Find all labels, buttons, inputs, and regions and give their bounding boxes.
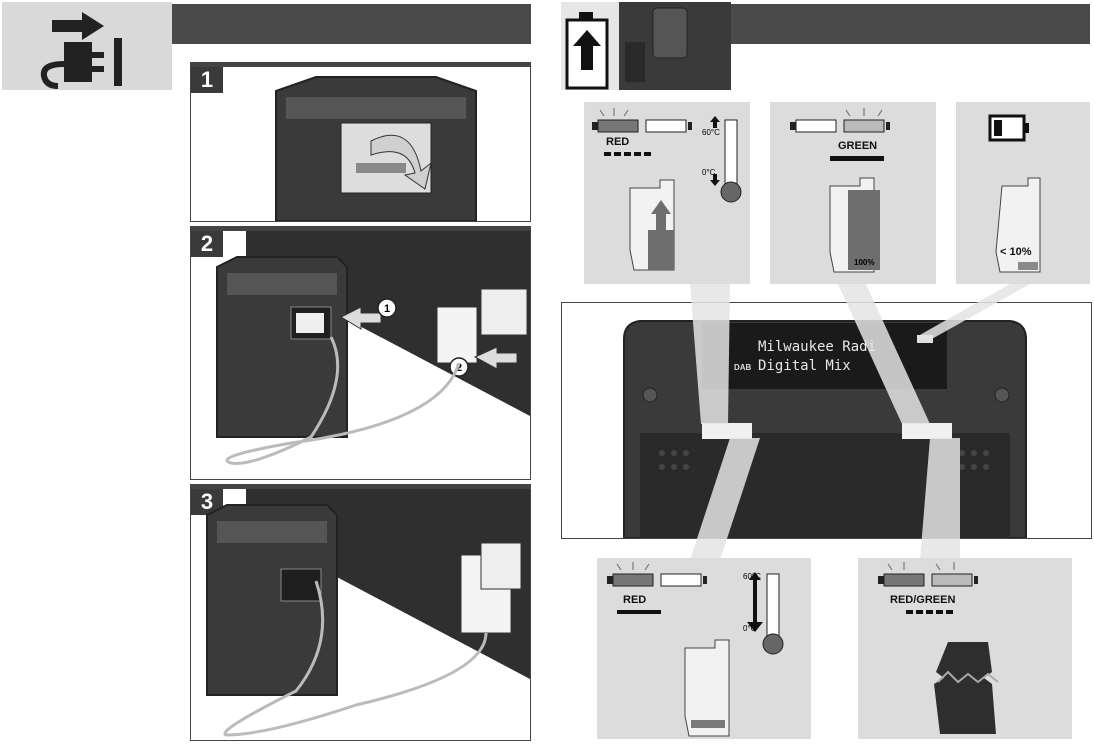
radio-top-illustration [275,76,477,221]
right-header-bar [731,4,1090,44]
left-header-bar [172,4,531,44]
display-line-1: Milwaukee Radi [758,339,877,355]
charging-illustration [206,489,530,737]
red-status-label: RED [606,136,630,148]
panel-red-cold: RED 60°C 0°C [584,102,750,284]
temp-high-label-bottom: 60°C [743,572,761,581]
red-green-status-label: RED/GREEN [890,594,956,606]
green-status-label: GREEN [838,140,878,152]
callout-2: 2 [456,362,462,374]
panel-red-green: RED/GREEN [858,558,1072,739]
panel-red-temp: RED 60°C 0°C [597,558,811,739]
callout-1: 1 [384,303,390,315]
low-battery-label: < 10% [1000,246,1032,258]
display-line-2: Digital Mix [758,358,851,374]
step-1-panel: 1 [190,62,531,222]
temp-low-label: 0°C [702,168,716,177]
temp-high-label: 60°C [702,128,720,137]
radio-front-frame: Milwaukee Radi Digital Mix DAB [561,302,1092,539]
dab-badge: DAB [734,363,752,372]
power-plug-arrow-icon [40,12,122,89]
power-icon-box [2,2,172,90]
step-1-number: 1 [191,67,223,93]
panel-low-battery: < 10% [956,102,1090,284]
battery-charging-arrow-icon [565,2,731,90]
step-2-panel: 2 1 2 [190,226,531,480]
battery-icon-box [561,2,731,90]
red-temp-status-label: RED [623,594,647,606]
battery-full-label: 100% [854,258,875,267]
step-2-number: 2 [191,231,223,257]
temp-low-label-bottom: 0°C [743,624,757,633]
panel-green-full: GREEN 100% [770,102,936,284]
step-3-panel: 3 [190,484,531,741]
plug-in-illustration: 1 2 [216,231,530,465]
